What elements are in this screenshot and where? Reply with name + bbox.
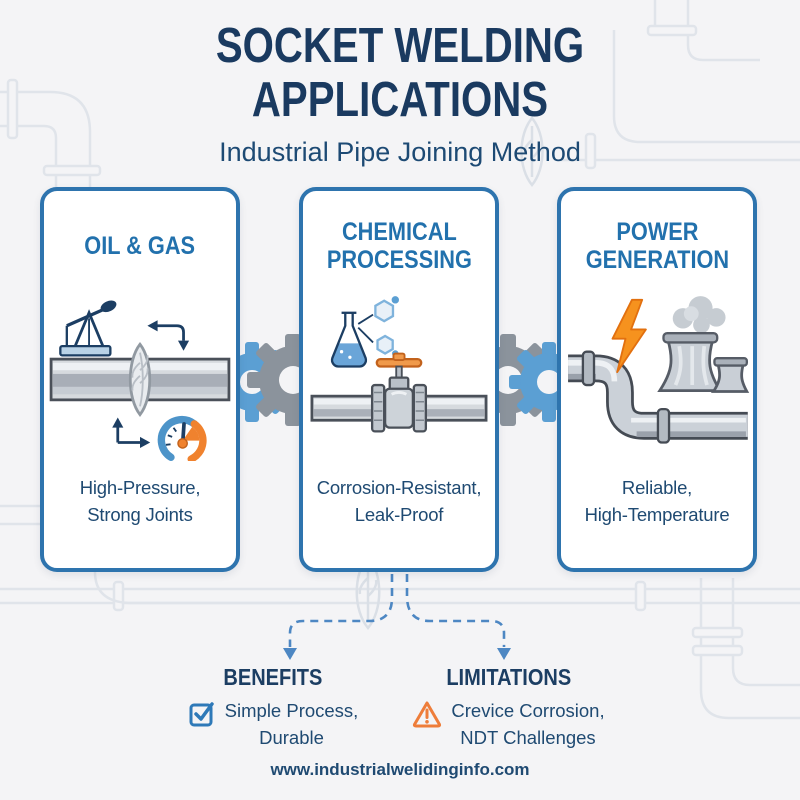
card-chemical-processing: CHEMICAL PROCESSING [299, 187, 499, 572]
limitations-section: LIMITATIONS Crevice Corrosion, NDT Chall… [406, 664, 611, 752]
pressure-gauge-icon [157, 415, 207, 461]
limitations-heading: LIMITATIONS [446, 664, 571, 690]
warning-triangle-icon [413, 701, 442, 728]
valve-pipe-icon [310, 352, 488, 433]
benefits-text: Simple Process, Durable [224, 700, 359, 748]
chemical-illustration [310, 296, 488, 433]
limitations-text: Crevice Corrosion, NDT Challenges [451, 700, 605, 748]
page-title: SOCKET WELDING APPLICATIONS [215, 19, 585, 127]
card-power-generation: POWER GENERATION [557, 187, 757, 572]
card-title: CHEMICAL PROCESSING [326, 217, 472, 275]
cooling-towers-icon [657, 332, 750, 393]
corner-arrow-icon [112, 417, 151, 449]
flask-icon [330, 311, 368, 368]
lightning-bolt-icon [611, 298, 647, 373]
elbow-pipe-icon [568, 350, 748, 444]
card-oil-gas: OIL & GAS [40, 187, 240, 572]
card-title: POWER GENERATION [585, 217, 729, 275]
molecule-icon [357, 296, 399, 357]
oil-gas-illustration [49, 300, 231, 461]
arrow-down-icon [283, 648, 511, 660]
footer-url: www.industrialwelidinginfo.com [270, 760, 530, 779]
pipe-flange [581, 350, 596, 387]
leaf-motif [520, 116, 544, 187]
card-title: OIL & GAS [84, 231, 196, 260]
leaf-motif [355, 554, 381, 630]
weld-joint-icon [129, 342, 151, 417]
benefits-section: BENEFITS Simple Process, Durable [178, 664, 368, 752]
benefits-heading: BENEFITS [223, 664, 323, 690]
pipe-flange [656, 407, 671, 444]
smoke-icon [672, 296, 726, 334]
oil-pump-jack-icon [59, 300, 117, 357]
bent-arrow-icon [147, 320, 190, 351]
card-caption: Corrosion-Resistant, Leak-Proof [316, 477, 482, 525]
checkbox-icon [189, 702, 214, 727]
page-subtitle: Industrial Pipe Joining Method [219, 136, 581, 167]
power-illustration [568, 296, 750, 444]
card-caption: Reliable, High-Temperature [584, 477, 730, 525]
card-caption: High-Pressure, Strong Joints [79, 477, 201, 525]
